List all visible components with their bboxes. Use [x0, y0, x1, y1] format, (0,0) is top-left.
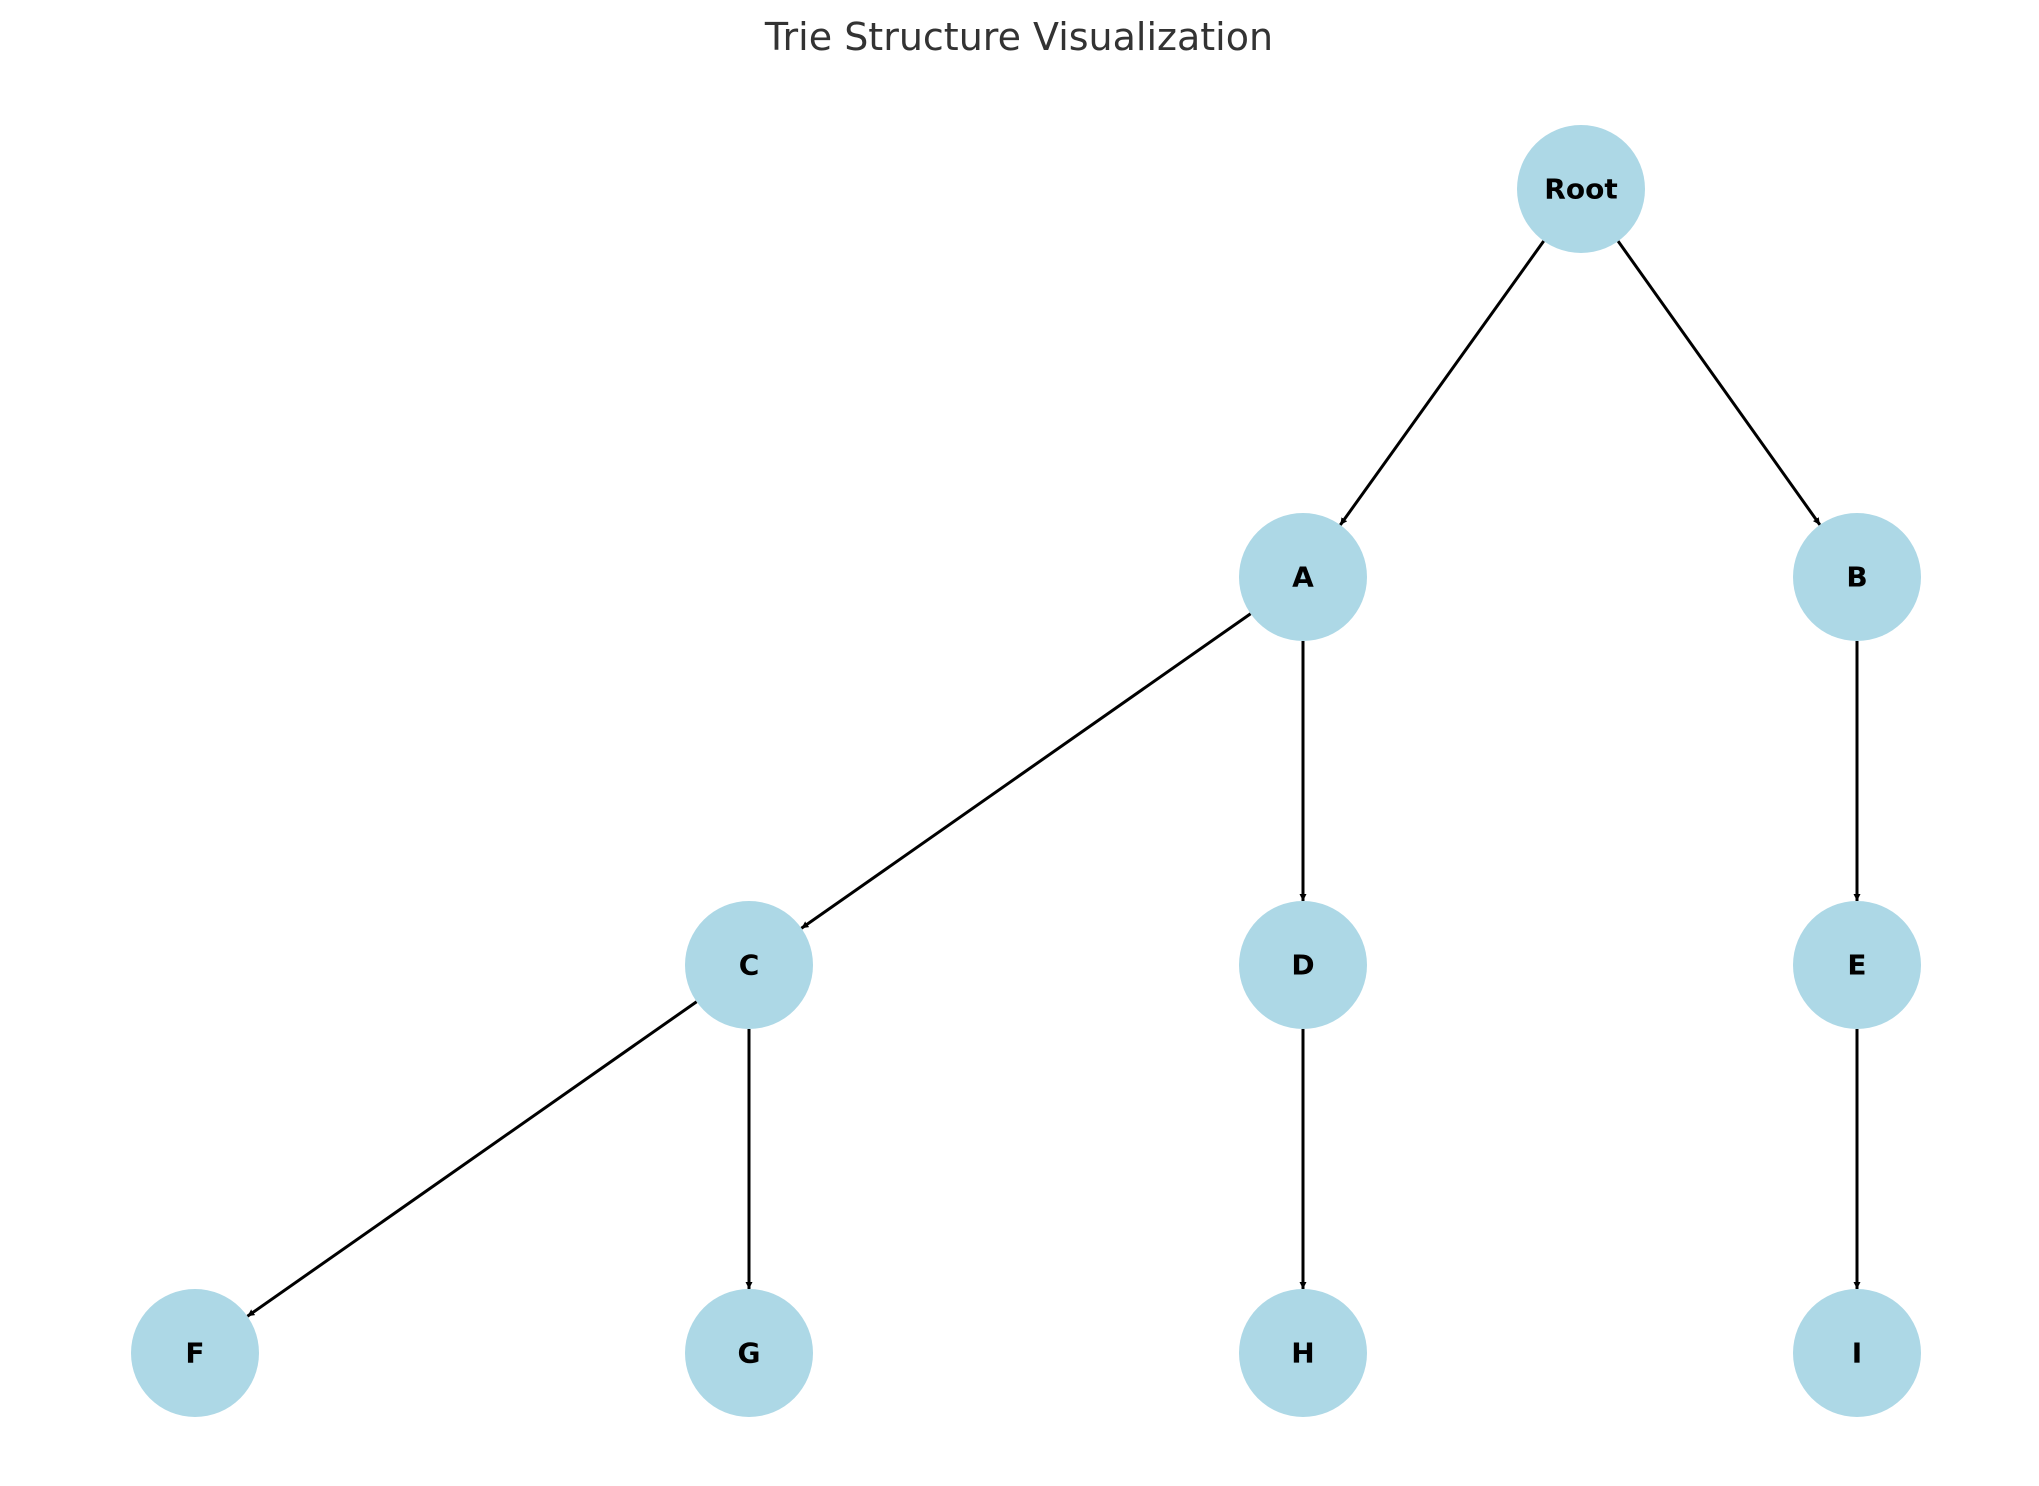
node-root: Root: [1517, 125, 1645, 253]
node-label-h: H: [1291, 1337, 1314, 1370]
node-b: B: [1793, 513, 1921, 641]
node-d: D: [1239, 901, 1367, 1029]
node-circle-d: [1239, 901, 1367, 1029]
node-c: C: [685, 901, 813, 1029]
node-circle-b: [1793, 513, 1921, 641]
node-label-d: D: [1291, 949, 1314, 982]
node-a: A: [1239, 513, 1367, 641]
node-label-b: B: [1846, 561, 1867, 594]
node-circle-f: [131, 1289, 259, 1417]
node-label-f: F: [185, 1337, 204, 1370]
node-g: G: [685, 1289, 813, 1417]
edges-layer: [246, 240, 1861, 1318]
node-circle-h: [1239, 1289, 1367, 1417]
node-i: I: [1793, 1289, 1921, 1417]
node-h: H: [1239, 1289, 1367, 1417]
edge-root-to-b: [1616, 240, 1822, 526]
node-circle-g: [685, 1289, 813, 1417]
node-circle-e: [1793, 901, 1921, 1029]
diagram-title: Trie Structure Visualization: [764, 15, 1273, 59]
node-circle-a: [1239, 513, 1367, 641]
node-label-i: I: [1852, 1337, 1862, 1370]
node-label-c: C: [739, 949, 760, 982]
edge-c-to-f: [246, 1000, 698, 1318]
edge-a-to-c: [800, 612, 1252, 930]
node-e: E: [1793, 901, 1921, 1029]
node-circle-i: [1793, 1289, 1921, 1417]
node-circle-root: [1517, 125, 1645, 253]
node-circle-c: [685, 901, 813, 1029]
node-label-g: G: [738, 1337, 761, 1370]
node-label-e: E: [1847, 949, 1866, 982]
node-label-root: Root: [1544, 173, 1617, 206]
node-f: F: [131, 1289, 259, 1417]
edge-root-to-a: [1339, 240, 1545, 526]
node-label-a: A: [1292, 561, 1314, 594]
